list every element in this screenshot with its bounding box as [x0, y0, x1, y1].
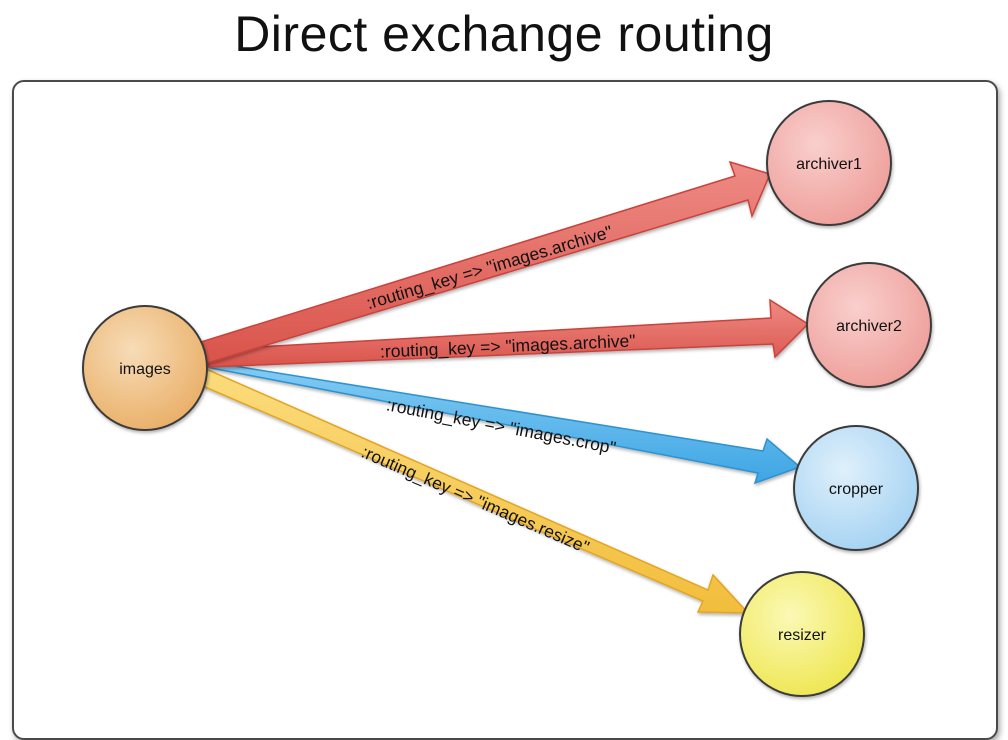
node-archiver1-circle	[766, 100, 892, 226]
edge-arrow-to-resizer	[196, 368, 750, 614]
node-cropper-label: cropper	[829, 481, 884, 498]
edge-label-to-resizer: :routing_key => "images.resize"	[358, 442, 592, 559]
node-images-label: images	[119, 361, 171, 378]
node-resizer-circle	[739, 571, 865, 697]
node-resizer: resizer	[739, 571, 865, 697]
node-cropper: cropper	[793, 425, 919, 551]
node-images-circle	[82, 305, 208, 431]
node-archiver1: archiver1	[766, 100, 892, 226]
node-archiver2: archiver2	[806, 262, 932, 388]
edge-arrow-to-archiver2	[203, 298, 810, 368]
edge-label-to-archiver1: :routing_key => "images.archive"	[364, 221, 615, 314]
node-archiver1-label: archiver1	[796, 156, 862, 173]
page-title: Direct exchange routing	[234, 6, 774, 62]
edge-arrow-to-cropper	[204, 361, 802, 485]
node-resizer-label: resizer	[778, 627, 827, 644]
node-images: images	[82, 305, 208, 431]
node-archiver2-label: archiver2	[836, 318, 902, 335]
node-archiver2-circle	[806, 262, 932, 388]
edge-arrow-to-archiver1	[200, 160, 772, 364]
node-cropper-circle	[793, 425, 919, 551]
routing-diagram: :routing_key => "images.archive" :routin…	[82, 100, 932, 697]
edge-label-to-archiver2: :routing_key => "images.archive"	[380, 330, 636, 362]
